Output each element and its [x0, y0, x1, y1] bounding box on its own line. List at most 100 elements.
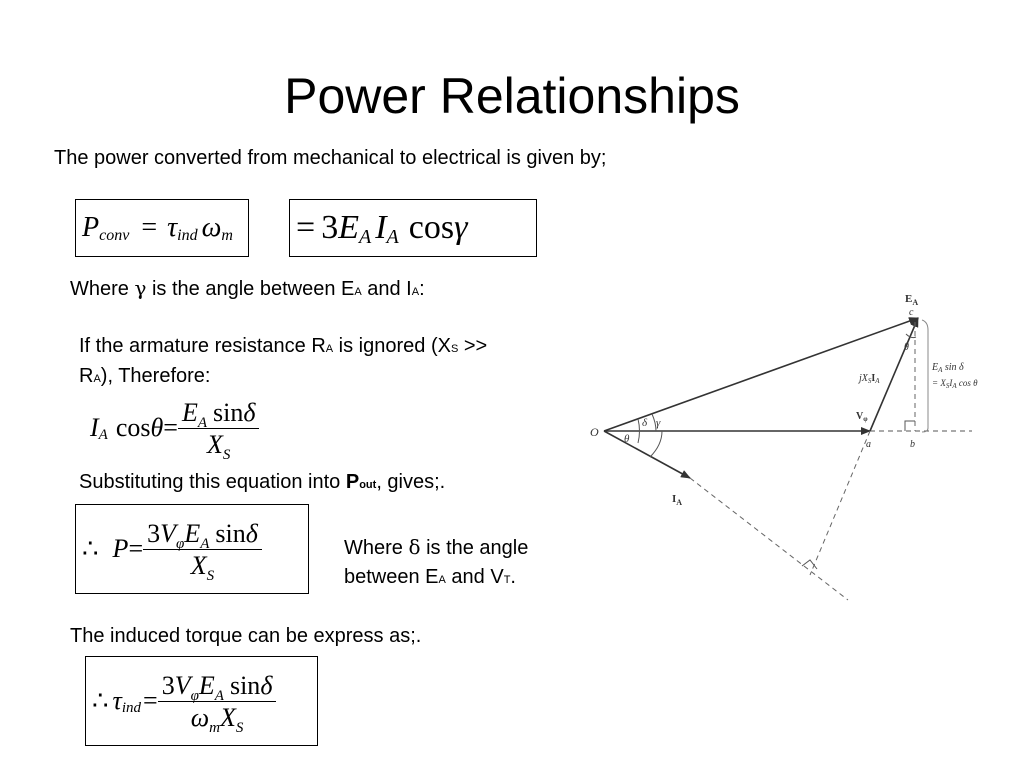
label-xs-ia-cos: = XSIA cos θ [932, 378, 978, 390]
substituting-suffix: , gives;. [376, 471, 446, 493]
where-delta-a: Where [344, 537, 409, 559]
eq3-delta: δ [243, 397, 256, 427]
armature-line1-c: >> [458, 335, 488, 357]
eq2-coef: 3 [321, 209, 339, 246]
eq4-therefore: ∴ [82, 534, 99, 563]
eq3-x-sub: S [222, 446, 231, 463]
label-v-phi: Vφ [856, 411, 868, 423]
armature-line1-sub2: S [450, 343, 459, 355]
p-out-sub: out [359, 479, 377, 491]
label-xs-a: = X [932, 378, 946, 388]
armature-line2-a: R [79, 365, 94, 387]
right-angle-foot [801, 559, 818, 570]
label-jxs: jX [857, 373, 869, 384]
intro-text: The power converted from mechanical to e… [54, 147, 607, 169]
eq5-coef: 3 [161, 670, 175, 700]
eq4-v: V [160, 518, 176, 548]
theta-arc [637, 418, 640, 444]
eq4-coef: 3 [147, 518, 161, 548]
eq4-p: P [112, 534, 129, 563]
eq5-e: E [198, 670, 215, 700]
label-ea-sin-sub: A [937, 366, 943, 374]
where-delta-line2-a: between E [344, 566, 439, 588]
label-theta-c: θ [904, 342, 909, 353]
armature-line1-sub1: A [325, 343, 334, 355]
label-jxs-ia: jXSIA [857, 373, 880, 385]
eq5-v: V [174, 670, 191, 700]
eq5-sin: sin [229, 670, 261, 700]
jxs-ia-vector [869, 317, 919, 432]
label-jxs-i-sub: A [874, 377, 880, 385]
where-delta-sub1: A [438, 574, 446, 586]
eq4-delta: δ [245, 518, 258, 548]
eq3-sin: sin [213, 397, 244, 427]
eq4-sin: sin [215, 518, 246, 548]
eq4-e-sub: A [200, 535, 210, 552]
eq1-p-sub: conv [99, 227, 130, 244]
eq1-p: P [82, 212, 100, 243]
eq1-equals: = [141, 212, 158, 243]
eq3-cos: cos [115, 413, 151, 442]
theta-c-arc [905, 333, 917, 339]
eq5-omega: ω [190, 702, 210, 732]
eq1-tau: τ [167, 212, 178, 243]
label-c: c [909, 307, 914, 318]
eq4-x: X [190, 550, 207, 580]
label-ia-sub: A [676, 498, 682, 507]
eq3-e-sub: A [197, 414, 208, 431]
where-gamma-suffix: : [419, 278, 425, 300]
gamma-symbol: γ [134, 276, 147, 300]
label-o: O [590, 425, 599, 439]
eq3-i: I [90, 413, 99, 442]
slide-title: Power Relationships [284, 68, 740, 124]
eq5-tau-sub: ind [121, 699, 142, 716]
ea-vector [603, 317, 919, 432]
eq2-i-sub: A [386, 225, 399, 248]
label-v-sub: φ [863, 415, 868, 423]
torque-text: The induced torque can be express as;. [70, 625, 422, 647]
where-gamma-and: and I [361, 278, 412, 300]
where-gamma-sub2: A [411, 286, 420, 298]
label-ia: IA [672, 493, 682, 507]
label-v: V [856, 411, 864, 422]
where-delta-line2-b: and V [445, 566, 504, 588]
phasor-diagram: O θ δ γ EA c θ jXSIA Vφ a b IA EA sin δ … [590, 293, 978, 601]
label-jxs-sub: S [868, 377, 872, 385]
eq3-theta: θ [150, 413, 164, 442]
where-delta-sub2: T [503, 574, 511, 586]
eq2-equals: = [296, 209, 316, 246]
eq2-e: E [338, 209, 359, 246]
label-jxs-i: I [871, 373, 875, 384]
label-ea-main: E [905, 293, 912, 305]
label-xs-c: cos θ [957, 378, 978, 388]
where-delta-line-2: between EA and VT. [344, 562, 516, 595]
eq3-x: X [207, 429, 223, 459]
eq2-gamma: γ [454, 209, 468, 246]
eq3-i-sub: A [98, 426, 108, 443]
where-delta-b: is the angle [420, 537, 529, 559]
where-delta-line2-c: . [510, 566, 516, 588]
substituting-text: Substituting this equation into Pout, gi… [79, 467, 445, 500]
eq1-omega: ω [201, 212, 222, 243]
gamma-arc [649, 430, 663, 458]
label-ea: EA [905, 293, 918, 307]
eq1-tau-sub: ind [177, 227, 198, 244]
where-gamma-sub1: A [354, 286, 362, 298]
ia-vector [603, 430, 691, 479]
eq2-e-sub: A [358, 225, 372, 248]
armature-line2-b: ), Therefore: [100, 365, 211, 387]
height-bracket [921, 319, 929, 433]
where-gamma-prefix: Where [70, 278, 135, 300]
eq2-cos: cos [408, 209, 455, 246]
right-angle-b [904, 420, 915, 431]
eq5-v-sub: φ [190, 687, 199, 704]
label-xs-sub1: S [946, 382, 950, 390]
label-gamma: γ [656, 417, 661, 429]
label-theta: θ [624, 433, 630, 445]
delta-symbol: δ [408, 535, 421, 559]
